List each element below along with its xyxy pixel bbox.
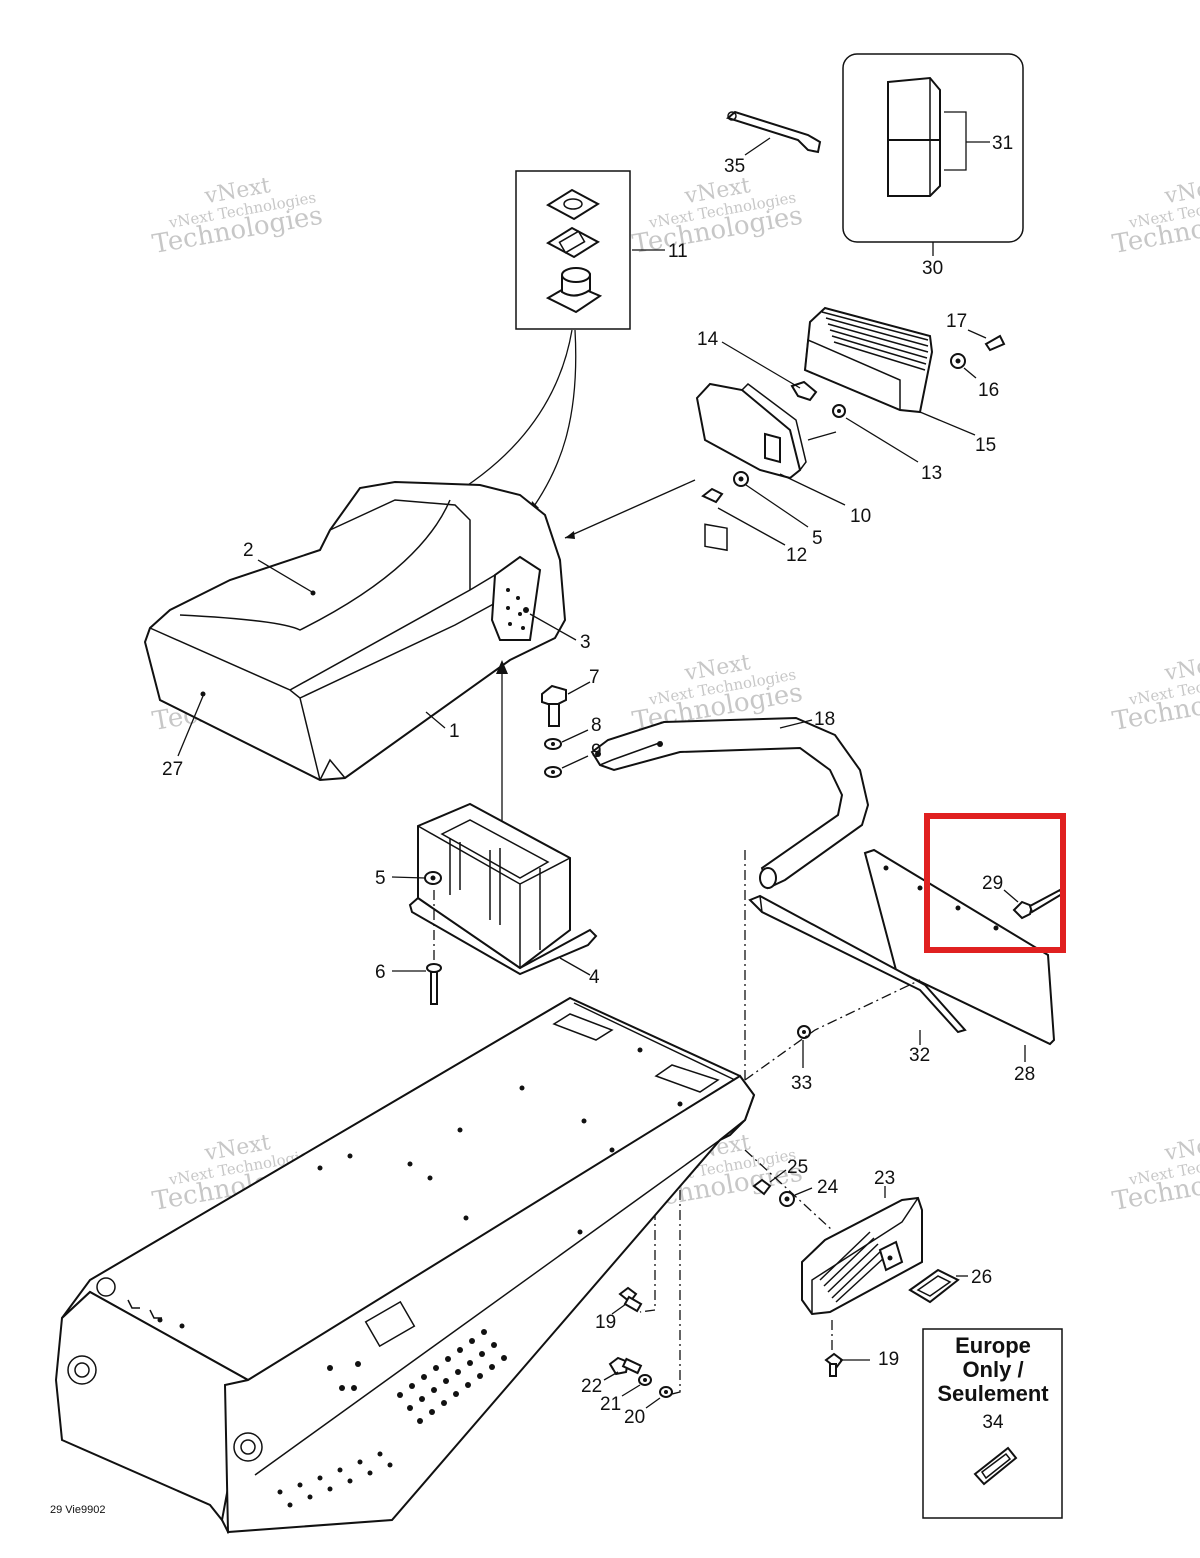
callout-2: 2 (243, 540, 254, 561)
screw-12 (701, 487, 786, 546)
assembly-center-lines (639, 850, 921, 1395)
callout-26: 26 (971, 1267, 992, 1288)
callout-35: 35 (724, 156, 745, 177)
callout-17: 17 (946, 311, 967, 332)
screw-19-left (611, 1286, 643, 1315)
callout-5-box: 5 (375, 868, 386, 889)
callout-24: 24 (817, 1177, 839, 1198)
screw-19-right (824, 1320, 870, 1377)
callout-30: 30 (922, 258, 943, 279)
callout-25: 25 (787, 1157, 808, 1178)
washer-5-box (391, 871, 442, 885)
part-35-key (725, 110, 822, 156)
europe-note-line3: Seulement (937, 1381, 1049, 1406)
callout-28: 28 (1014, 1064, 1035, 1085)
nut-20 (645, 1386, 673, 1409)
callout-31: 31 (992, 133, 1013, 154)
callout-33: 33 (791, 1073, 812, 1094)
washer-8 (544, 729, 589, 750)
callout-4: 4 (589, 967, 600, 988)
rivet-29 (1003, 888, 1064, 920)
europe-note-line2: Only / (962, 1357, 1023, 1382)
callout-21: 21 (600, 1394, 621, 1415)
nut-9 (544, 755, 589, 778)
callout-14: 14 (697, 329, 719, 350)
grab-handle-18 (590, 716, 870, 890)
callout-1: 1 (449, 721, 460, 742)
tunnel-frame (54, 996, 756, 1535)
callout-3: 3 (580, 632, 591, 653)
reference-code: 29 Vie9902 (50, 1504, 105, 1516)
washer-16 (950, 353, 977, 379)
screw-17 (967, 329, 1006, 352)
bolt-22 (603, 1356, 643, 1381)
seat-vent-holes (506, 588, 525, 630)
callout-29: 29 (982, 873, 1003, 894)
storage-box-4 (408, 802, 598, 976)
callout-23: 23 (874, 1168, 895, 1189)
callout-18: 18 (814, 709, 835, 730)
bolt-7 (541, 681, 591, 727)
callout-19-right: 19 (878, 1349, 899, 1370)
screw-25 (752, 1169, 787, 1196)
callout-12: 12 (786, 545, 807, 566)
callout-20: 20 (624, 1407, 645, 1428)
tunnel-holes (157, 1047, 683, 1391)
callout-9: 9 (591, 741, 602, 762)
europe-note-line1: Europe (955, 1333, 1031, 1358)
arrow-box-to-seat (496, 660, 508, 838)
guard-23 (801, 1186, 923, 1316)
flap-bracket-32 (748, 894, 967, 1045)
callout-13: 13 (921, 463, 942, 484)
callout-27: 27 (162, 759, 183, 780)
washer-24 (779, 1187, 813, 1207)
callout-5-top: 5 (812, 528, 823, 549)
taillight-lens-15 (803, 306, 976, 436)
taillight-housing-10 (695, 382, 846, 552)
tunnel-vent-holes (277, 1329, 507, 1508)
washer-33 (797, 1025, 811, 1068)
highlight-box-part-29 (924, 813, 1066, 953)
callout-32: 32 (909, 1045, 930, 1066)
callout-16: 16 (978, 380, 999, 401)
washer-5-top (733, 471, 809, 528)
callout-19-left: 19 (595, 1312, 616, 1333)
washer-21 (621, 1374, 652, 1397)
rivet-6 (392, 890, 442, 1005)
seat-assembly (143, 479, 696, 782)
callout-8: 8 (591, 715, 602, 736)
reflector-26 (908, 1268, 968, 1304)
callout-labels: 1 2 3 4 5 5 6 7 8 9 10 11 12 13 14 15 16… (162, 133, 1035, 1428)
callout-10: 10 (850, 506, 871, 527)
callout-11: 11 (668, 241, 688, 262)
bulb-14 (721, 341, 818, 402)
callout-15: 15 (975, 435, 996, 456)
callout-7: 7 (589, 667, 600, 688)
europe-note-box: Europe Only / Seulement 34 (922, 1328, 1063, 1519)
part-11-kit-box (464, 170, 665, 513)
callout-34: 34 (982, 1412, 1004, 1433)
part-30-kit-box (842, 53, 1024, 256)
nut-13 (807, 404, 919, 463)
callout-6: 6 (375, 962, 386, 983)
callout-22: 22 (581, 1376, 602, 1397)
